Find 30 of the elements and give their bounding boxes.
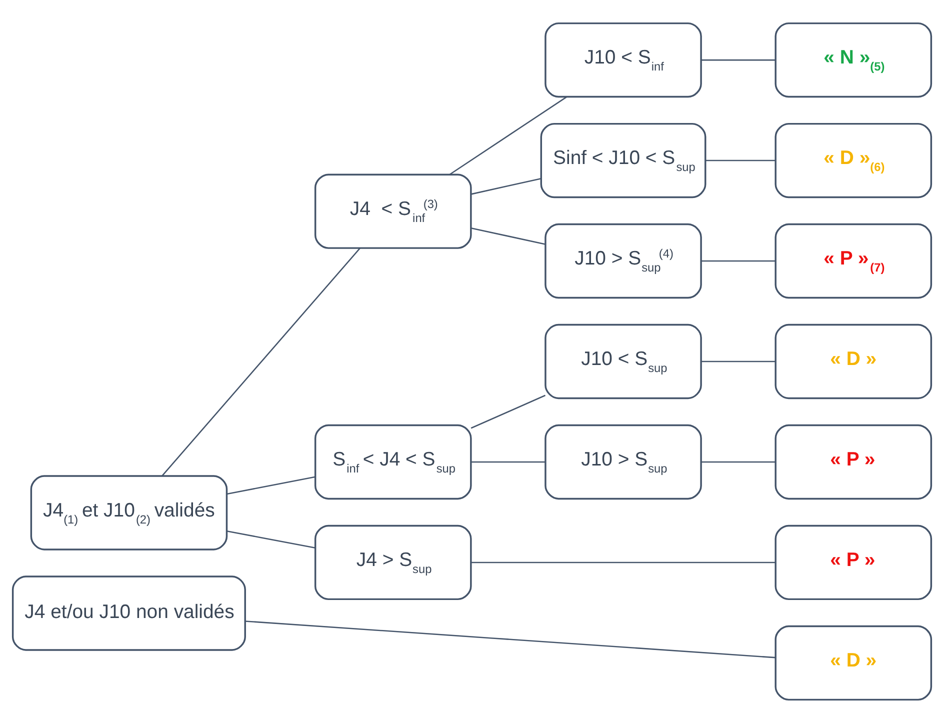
connector <box>471 561 776 563</box>
connector <box>471 460 546 462</box>
connector <box>701 360 776 362</box>
connector <box>226 530 316 548</box>
connector <box>245 620 776 658</box>
connector <box>470 178 542 194</box>
node-box: J10 < S$_{sup}$ <box>544 323 702 399</box>
connector <box>226 476 316 494</box>
node-box: Sinf < J10 < S$_{sup}$ <box>540 122 706 198</box>
node-box: J10 > S$_{sup}$ <box>544 424 702 500</box>
node-box: J4 et/ou J10 non validés <box>12 575 246 650</box>
node-box: « N »$_{(5)}$ <box>774 22 932 98</box>
node-box: J4 > S$_{sup}$ <box>314 524 472 600</box>
node-box: J10 < S$_{inf}$ <box>544 22 702 98</box>
connector <box>701 260 776 262</box>
node-box: J4$_{(1)}$ et J10$_{(2)}$ validés <box>30 474 228 550</box>
connector <box>162 247 361 476</box>
node-box: S$_{inf}$ < J4 < S$_{sup}$ <box>314 424 472 500</box>
connector <box>701 58 776 60</box>
node-box: « D »$_{(6)}$ <box>774 122 932 198</box>
node-box: « P »$_{(7)}$ <box>774 222 932 298</box>
node-box: « P » <box>774 424 932 500</box>
node-box: « D » <box>774 624 932 700</box>
connector <box>470 394 546 428</box>
connector <box>701 460 776 462</box>
connector <box>706 159 776 161</box>
node-box: « D » <box>774 323 932 399</box>
connector <box>470 226 546 244</box>
connector <box>449 96 567 175</box>
node-box: « P » <box>774 524 932 600</box>
